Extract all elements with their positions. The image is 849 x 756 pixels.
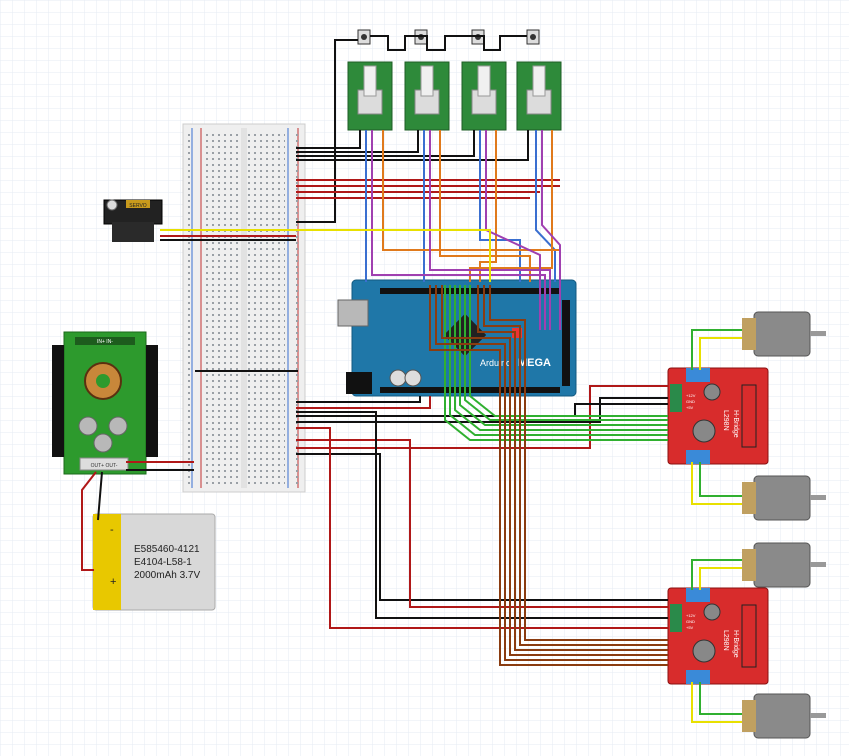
servo-label: SERVO — [129, 203, 147, 209]
battery-label-3: 2000mAh 3.7V — [134, 570, 200, 581]
lipo-battery: - + E585460-4121 E4104-L58-1 2000mAh 3.7… — [92, 513, 216, 611]
hbridge-1: +12V GND +5V H-Bridge L298N — [667, 367, 769, 465]
battery-minus: - — [110, 524, 114, 536]
motor-1 — [742, 311, 826, 357]
rotary-encoders — [296, 29, 562, 223]
hb2-title: H-Bridge — [732, 630, 739, 658]
arduino-model: MEGA — [518, 357, 551, 369]
hb1-model: L298N — [722, 410, 729, 431]
motor-3 — [742, 542, 826, 588]
motor-2 — [742, 475, 826, 521]
hb1-title: H-Bridge — [732, 410, 739, 438]
encoder-1 — [347, 29, 393, 131]
battery-label-2: E4104-L58-1 — [134, 557, 192, 568]
hb1-pin3: +5V — [686, 405, 694, 410]
hbridge-2: +12V GND +5V H-Bridge L298N — [667, 587, 769, 685]
battery-plus: + — [110, 576, 116, 588]
motor-4 — [742, 693, 826, 739]
encoder-2 — [404, 29, 450, 131]
hb2-pin1: +12V — [686, 613, 696, 618]
dc-motors — [742, 311, 826, 739]
hb2-pin2: GND — [686, 619, 695, 624]
hb2-pin3: +5V — [686, 625, 694, 630]
encoder-4 — [516, 29, 562, 131]
servo-motor: SERVO — [103, 199, 163, 242]
wires — [81, 130, 742, 723]
converter-in-label: IN+ IN- — [97, 339, 113, 345]
arduino-brand: Arduino — [480, 358, 511, 368]
hb1-pin1: +12V — [686, 393, 696, 398]
dc-dc-converter: IN+ IN- OUT+ OUT- — [52, 331, 158, 475]
breadboard — [182, 123, 306, 493]
hb2-model: L298N — [722, 630, 729, 651]
hb1-pin2: GND — [686, 399, 695, 404]
battery-label-1: E585460-4121 — [134, 544, 200, 555]
converter-out-label: OUT+ OUT- — [91, 463, 118, 469]
